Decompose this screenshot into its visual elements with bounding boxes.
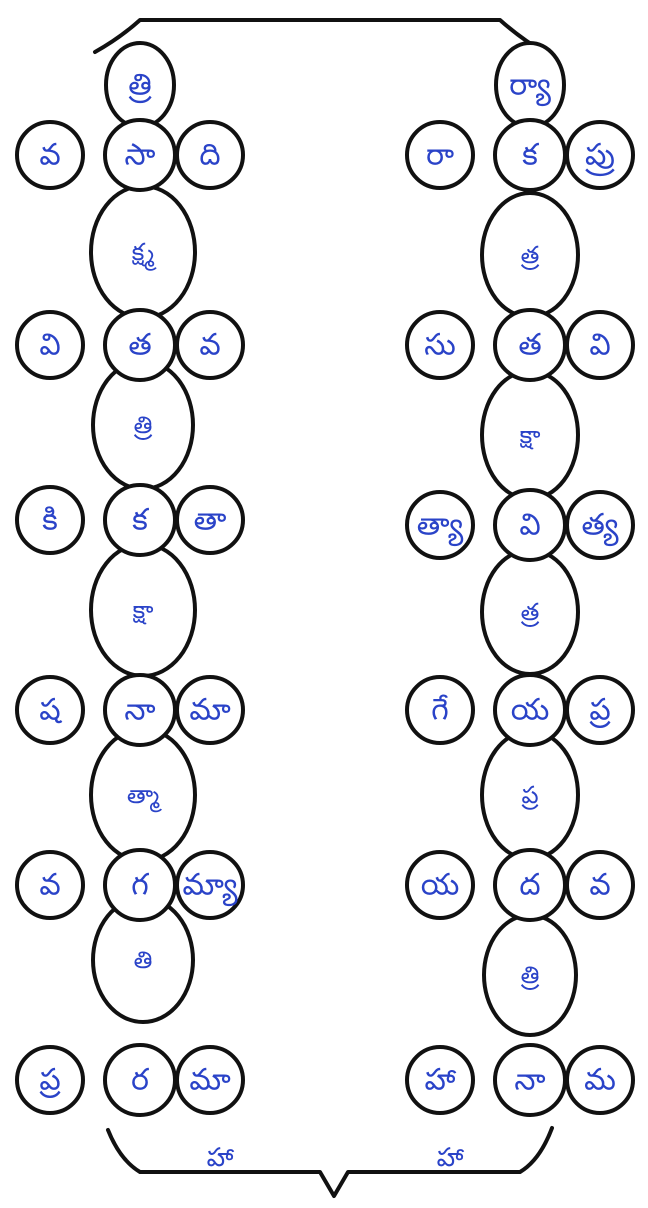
- bottom-label-right: హా: [437, 1143, 465, 1173]
- left-row-circle: [175, 120, 245, 190]
- right-row-right: వ: [589, 868, 610, 903]
- right-row-circle: [565, 675, 635, 745]
- top-brace: [93, 18, 550, 57]
- left-row-right: ది: [199, 138, 220, 173]
- left-row-right: వ: [199, 328, 220, 363]
- left-row-circle: [175, 485, 245, 555]
- right-row-right: త్య: [582, 508, 619, 547]
- right-row-left: సు: [424, 328, 455, 363]
- right-row-right: మ: [584, 1063, 616, 1098]
- right-row-center: వి: [519, 508, 540, 543]
- right-row-right: వి: [589, 328, 610, 363]
- right-row-circle: [405, 1045, 475, 1115]
- right-row-circle: [405, 850, 475, 920]
- left-row-circle: [15, 675, 85, 745]
- right-oval-text: ప్ర: [521, 781, 538, 810]
- left-row-left: వ: [39, 868, 60, 903]
- left-column: త్రి క్ష్మ త్రి క్షా త్మా తి వ సా ది వి …: [15, 41, 245, 1117]
- left-row-circle: [175, 850, 245, 920]
- bottom-brace: [106, 1126, 554, 1198]
- left-row-circle: [175, 1045, 245, 1115]
- left-row-right: మా: [189, 1063, 230, 1098]
- right-row-left: రా: [426, 138, 454, 173]
- left-oval-text: త్రి: [133, 411, 152, 440]
- left-row-center: నా: [124, 693, 155, 728]
- left-row-circle: [175, 310, 245, 380]
- right-row-left: త్యా: [417, 508, 464, 547]
- right-row-center: క: [522, 138, 539, 173]
- right-row-circle: [565, 310, 635, 380]
- right-top-cap: ర్యా: [509, 68, 551, 107]
- right-row-circle: [405, 490, 475, 560]
- right-oval-text: త్ర: [520, 598, 539, 627]
- left-row-center: క: [132, 503, 149, 538]
- left-row-circle: [15, 120, 85, 190]
- left-top-cap: త్రి: [128, 68, 152, 104]
- right-row-circle: [405, 310, 475, 380]
- right-row-circle: [565, 120, 635, 190]
- right-row-left: య: [421, 868, 460, 903]
- right-oval-text: త్ర: [520, 241, 539, 270]
- right-oval-text: క్షా: [520, 421, 541, 450]
- right-row-center: ద: [519, 868, 540, 903]
- right-column: ర్యా త్ర క్షా త్ర ప్ర త్రి రా క ప్రు సు …: [405, 41, 635, 1117]
- left-row-left: ష: [39, 693, 63, 728]
- left-row-circle: [175, 675, 245, 745]
- left-row-left: వి: [39, 328, 60, 363]
- left-oval-text: క్షా: [133, 596, 154, 625]
- right-row-left: గే: [431, 693, 449, 728]
- right-row-circle: [405, 120, 475, 190]
- left-row-circle: [15, 485, 85, 555]
- left-row-right: మ్యా: [182, 868, 237, 907]
- left-row-center: త: [128, 328, 151, 363]
- left-row-right: తా: [194, 503, 227, 538]
- right-row-left: హా: [425, 1063, 457, 1098]
- right-oval-text: త్రి: [520, 961, 539, 990]
- right-row-circle: [565, 490, 635, 560]
- right-row-circle: [565, 850, 635, 920]
- left-row-left: ప్ర: [39, 1063, 61, 1099]
- left-row-circle: [15, 850, 85, 920]
- left-row-circle: [15, 1045, 85, 1115]
- left-row-left: కి: [42, 503, 58, 538]
- right-row-center: య: [511, 693, 550, 728]
- left-row-center: గ: [131, 868, 149, 903]
- right-row-center: నా: [514, 1063, 545, 1098]
- left-oval-text: తి: [134, 946, 153, 974]
- right-row-right: ప్రు: [585, 138, 615, 177]
- bottom-label-left: హా: [207, 1143, 235, 1173]
- left-row-center: ర: [131, 1063, 149, 1098]
- left-row-circle: [15, 310, 85, 380]
- left-row-right: మా: [189, 693, 230, 728]
- left-row-center: సా: [125, 138, 156, 173]
- left-row-left: వ: [39, 138, 60, 173]
- right-row-circle: [405, 675, 475, 745]
- right-row-center: త: [518, 328, 541, 363]
- left-oval-text: త్మా: [127, 781, 163, 813]
- right-row-right: ప్ర: [589, 693, 611, 729]
- right-row-circle: [565, 1045, 635, 1115]
